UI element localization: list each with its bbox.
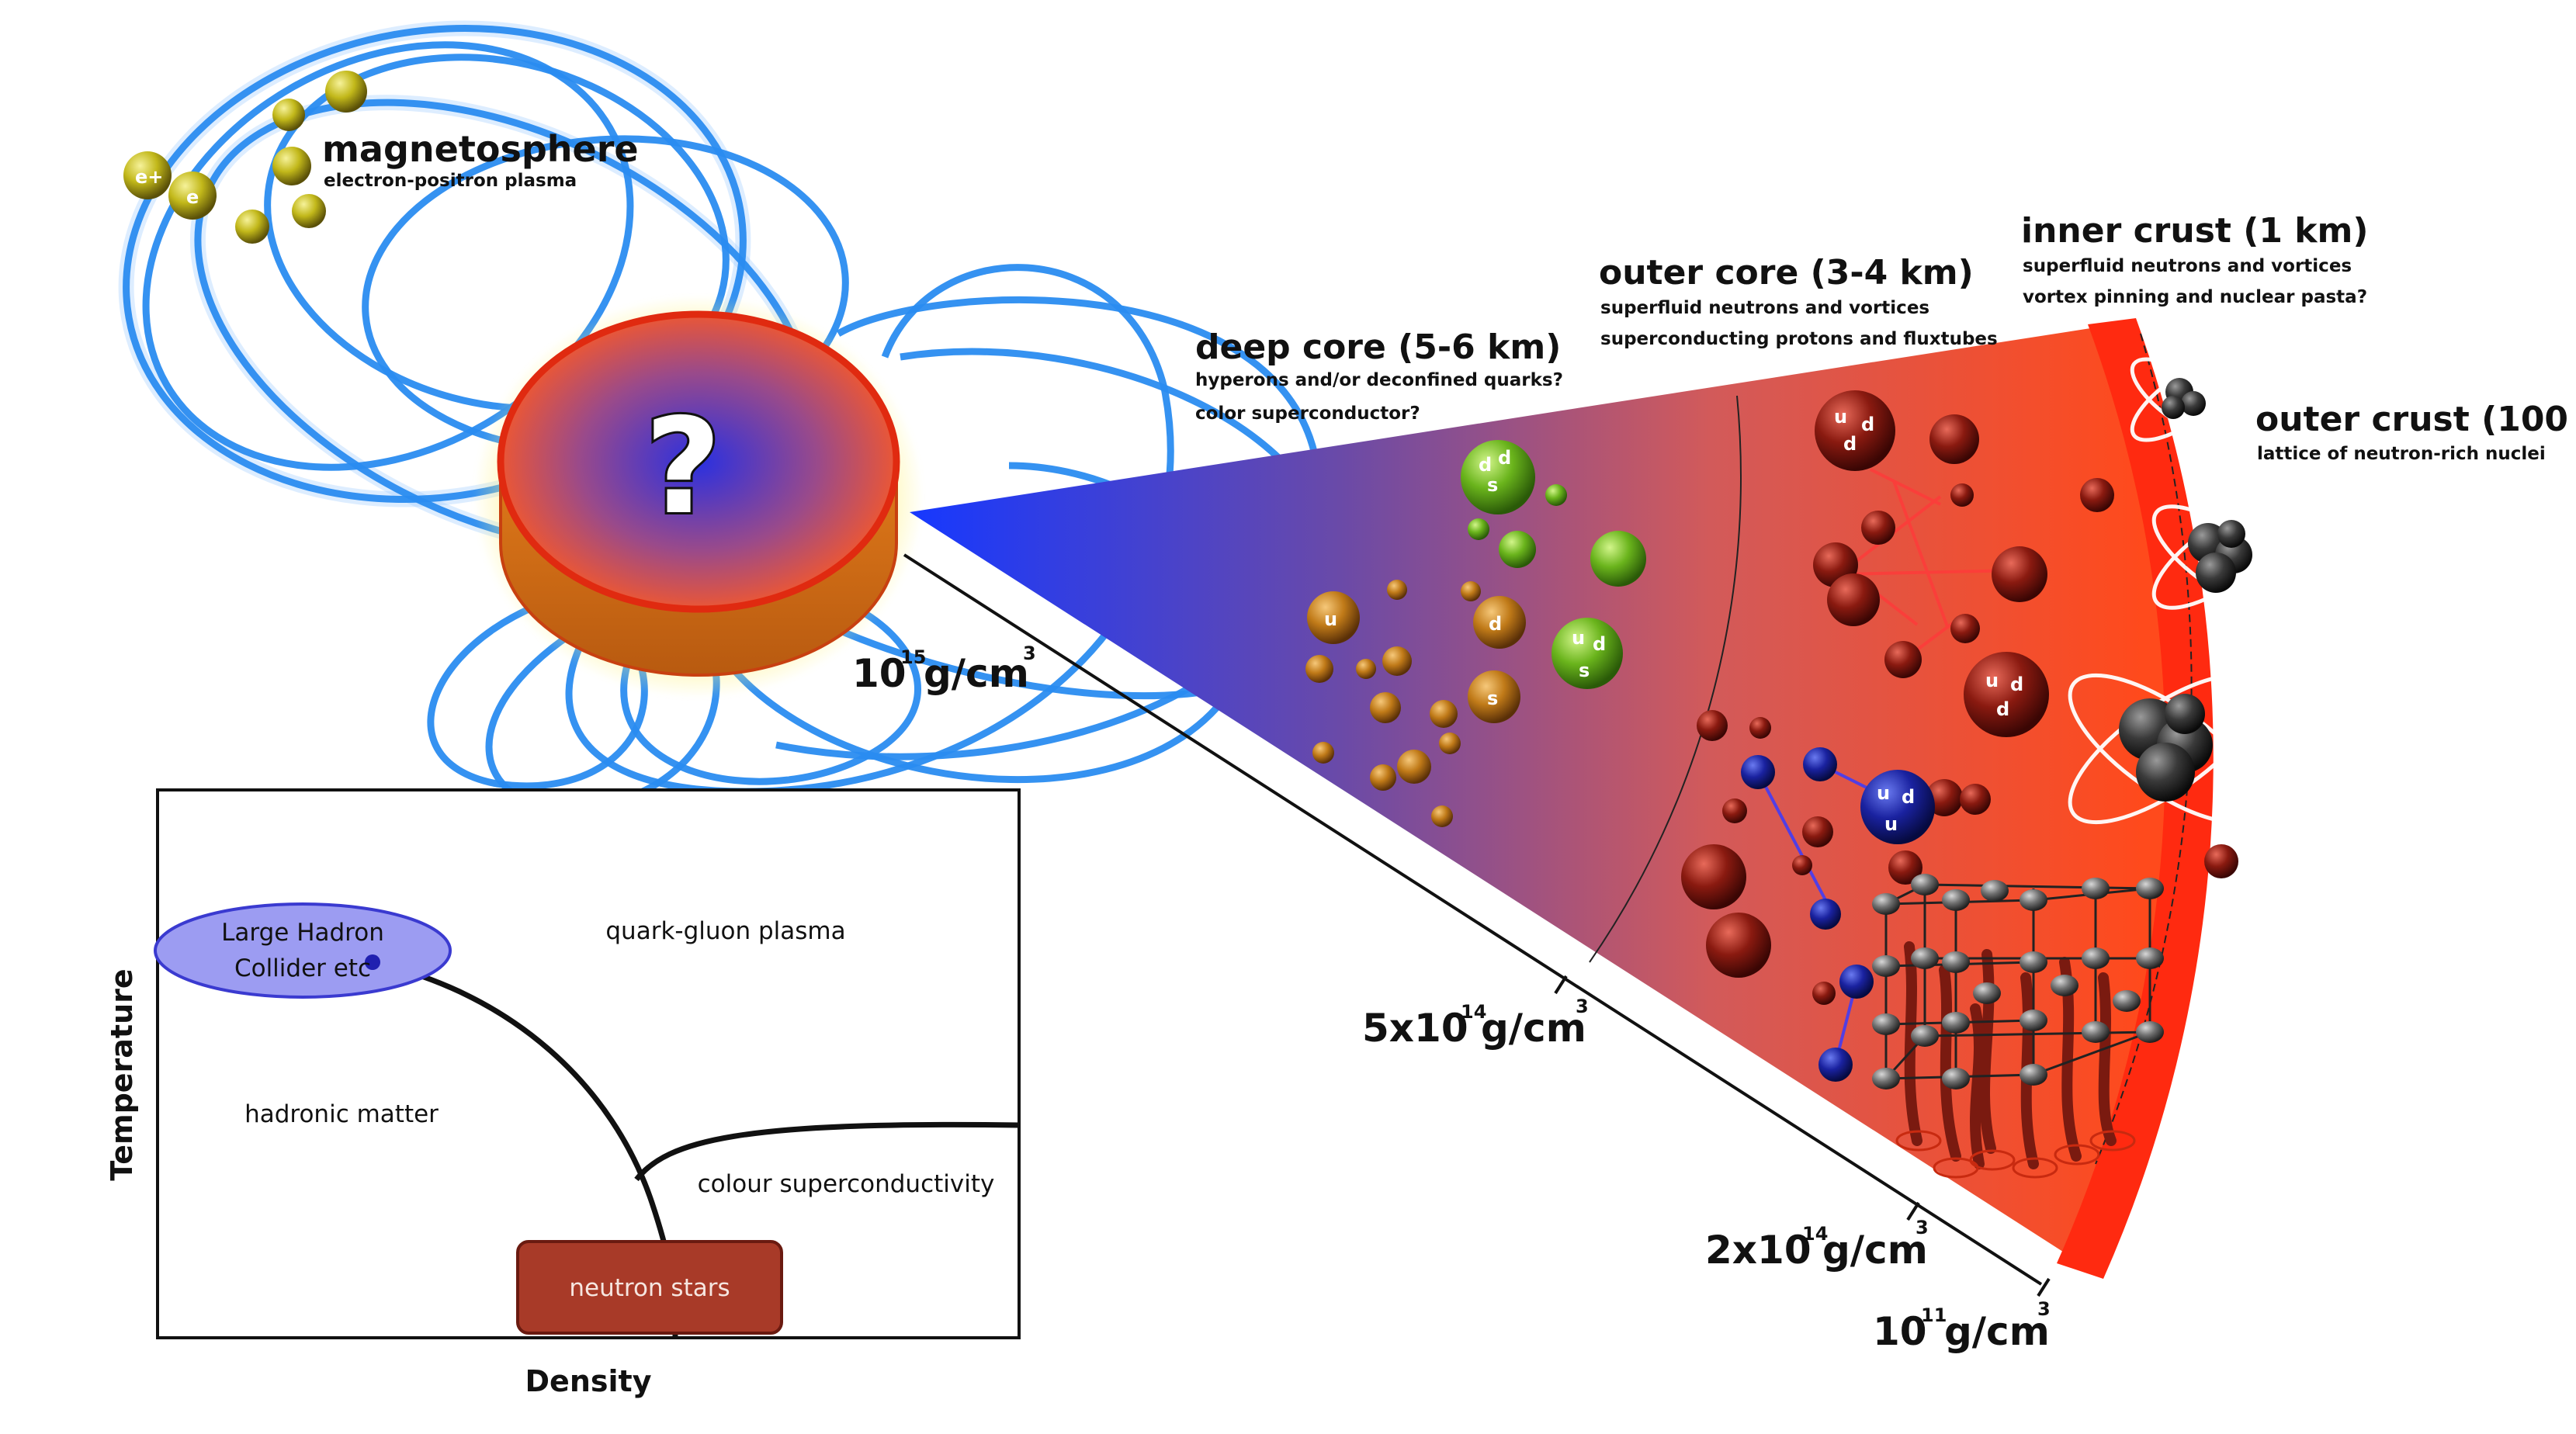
question-mark: ? — [645, 390, 722, 544]
deep-core-title: deep core (5-6 km) — [1195, 327, 1561, 367]
density-label-1e11: 10 11 g/cm 3 — [1873, 1298, 2051, 1354]
quark-s-label: s — [1579, 660, 1590, 681]
lhc-label-line2: Collider etc — [234, 954, 371, 982]
quark-d-label: d — [1593, 633, 1606, 655]
outer-crust-title: outer crust (100 m) — [2255, 400, 2576, 439]
qgp-label: quark-gluon plasma — [605, 917, 845, 945]
electron-particle — [168, 171, 217, 220]
svg-text:2x10: 2x10 — [1705, 1228, 1812, 1273]
quark-u-label: u — [1884, 813, 1898, 835]
inner-crust-line1: superfluid neutrons and vortices — [2023, 256, 2352, 276]
hadronic-label: hadronic matter — [244, 1100, 439, 1128]
quark-u-label: u — [1834, 406, 1847, 428]
svg-text:g/cm: g/cm — [924, 651, 1029, 696]
svg-text:3: 3 — [1576, 996, 1589, 1017]
quark-d-label: d — [1843, 433, 1857, 455]
quark-u-label: u — [1324, 608, 1337, 630]
quark-u-label: u — [1985, 670, 1999, 691]
outer-core-title: outer core (3-4 km) — [1599, 253, 1974, 293]
svg-text:3: 3 — [1023, 643, 1036, 664]
electron-label: e — [186, 186, 199, 208]
outer-crust-line1: lattice of neutron-rich nuclei — [2257, 444, 2546, 464]
density-label-5e14: 5x10 14 g/cm 3 — [1362, 996, 1589, 1051]
outer-core-particles: u d d u d d u d u — [1681, 390, 2238, 1082]
svg-text:10: 10 — [1873, 1309, 1927, 1354]
svg-text:14: 14 — [1802, 1223, 1828, 1245]
density-label-1e15: 10 15 g/cm 3 — [852, 643, 1036, 696]
svg-text:g/cm: g/cm — [1944, 1309, 2050, 1354]
quark-u-label: u — [1877, 782, 1890, 804]
phase-diagram: Large Hadron Collider etc quark-gluon pl… — [105, 788, 1021, 1398]
lhc-ellipse — [154, 902, 452, 999]
cross-section-wedge — [903, 318, 2214, 1297]
neutron-stars-label: neutron stars — [569, 1274, 730, 1302]
csc-label: colour superconductivity — [698, 1170, 995, 1198]
quark-d-label: d — [1489, 613, 1502, 635]
y-axis-label: Temperature — [105, 968, 139, 1180]
svg-text:3: 3 — [2037, 1298, 2051, 1320]
svg-text:15: 15 — [900, 646, 926, 668]
quark-d-label: d — [2010, 674, 2023, 695]
magnetosphere-particles: e+ e — [123, 71, 367, 244]
quark-s-label: s — [1487, 474, 1498, 496]
density-label-2e14: 2x10 14 g/cm 3 — [1705, 1217, 1929, 1273]
inner-crust-title: inner crust (1 km) — [2021, 211, 2369, 251]
quark-d-label: d — [1902, 786, 1915, 808]
deep-core-line2: color superconductor? — [1195, 404, 1420, 424]
quark-d-label: d — [1479, 454, 1492, 476]
positron-particle — [123, 151, 172, 199]
svg-text:10: 10 — [852, 651, 907, 696]
svg-text:11: 11 — [1921, 1304, 1947, 1326]
quark-d-label: d — [1996, 698, 2009, 720]
magnetosphere-subtitle: electron-positron plasma — [324, 171, 577, 191]
outer-core-line1: superfluid neutrons and vortices — [1600, 298, 1929, 318]
deep-core-line1: hyperons and/or deconfined quarks? — [1195, 370, 1563, 390]
quark-d-label: d — [1861, 414, 1874, 435]
svg-text:g/cm: g/cm — [1822, 1228, 1928, 1273]
outer-core-line2: superconducting protons and fluxtubes — [1600, 329, 1998, 349]
svg-text:3: 3 — [1916, 1217, 1929, 1238]
quark-s-label: s — [1487, 688, 1498, 709]
quark-d-label: d — [1498, 447, 1511, 469]
inner-crust-line2: vortex pinning and nuclear pasta? — [2023, 287, 2367, 307]
quark-u-label: u — [1572, 627, 1585, 649]
svg-text:5x10: 5x10 — [1362, 1006, 1468, 1051]
outer-crust-nuclei — [2068, 357, 2288, 825]
deep-core-particles: u d s d d s u d s — [1305, 440, 1646, 827]
neutron-star: ? — [473, 295, 924, 698]
svg-text:14: 14 — [1461, 1001, 1486, 1023]
positron-label: e+ — [135, 166, 163, 188]
lhc-label-line1: Large Hadron — [221, 919, 384, 947]
magnetosphere-title: magnetosphere — [322, 128, 639, 170]
x-axis-label: Density — [525, 1364, 652, 1398]
svg-text:g/cm: g/cm — [1481, 1006, 1586, 1051]
inner-crust-lattice — [1872, 874, 2164, 1179]
neutron-stars-box — [516, 1240, 783, 1335]
